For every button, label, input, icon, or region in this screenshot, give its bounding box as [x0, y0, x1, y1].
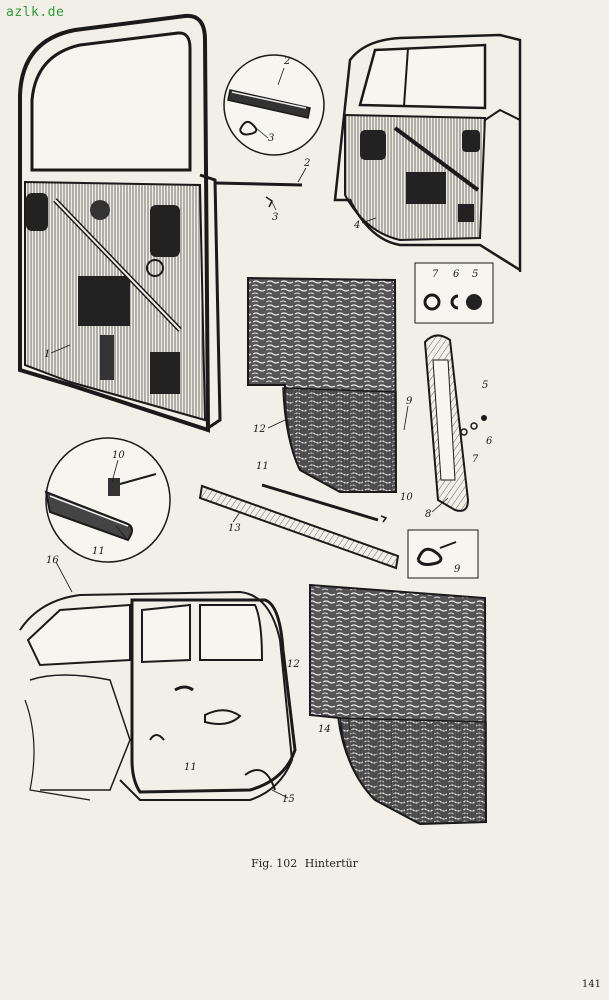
callout: 11: [184, 762, 197, 773]
figure-caption: Fig. 102 Hintertür: [0, 857, 609, 870]
callout: 11: [256, 461, 269, 472]
callout: 9: [406, 396, 413, 407]
callout: 9: [454, 564, 461, 575]
callout: 5: [482, 380, 488, 391]
callout: 2: [283, 56, 290, 67]
callout: 2: [303, 158, 310, 169]
door-assembled-part-4: [333, 33, 522, 273]
callout: 10: [400, 492, 413, 503]
figure-number: Fig. 102: [251, 857, 298, 870]
callout: 7: [472, 454, 479, 465]
callout: 6: [486, 436, 493, 447]
callout-labels: 1 2 2 3 3 4 5 5 6 6 7 7 8 9 9 10 10 11 1…: [44, 56, 493, 805]
callout: 14: [318, 724, 331, 735]
door-frame-part-1: [18, 13, 222, 433]
callout: 3: [268, 133, 274, 144]
fastener-detail-box: [414, 262, 494, 324]
callout: 12: [287, 659, 300, 670]
callout: 8: [425, 509, 431, 520]
car-open-door-view: [19, 590, 297, 801]
callout: 1: [44, 349, 50, 360]
callout: 3: [272, 212, 278, 223]
clip-detail-box-part-9: [407, 529, 479, 579]
callout: 7: [432, 269, 439, 280]
callout: 11: [92, 546, 105, 557]
callout: 4: [353, 220, 360, 231]
callout: 13: [228, 523, 241, 534]
callout: 10: [112, 450, 125, 461]
exploded-door-diagram: 1 2 2 3 3 4 5 5 6 6 7 7 8 9 9 10 10 11 1…: [18, 13, 522, 826]
armrest-part-8: [423, 334, 470, 512]
seal-detail-circle: [223, 54, 325, 156]
figure-title: Hintertür: [304, 857, 358, 870]
callout: 16: [46, 555, 59, 566]
site-watermark: azlk.de: [6, 5, 65, 20]
door-seal-part-13: [198, 484, 400, 570]
callout: 12: [253, 424, 266, 435]
trim-panel-part-14: [309, 583, 488, 826]
callout: 5: [472, 269, 478, 280]
leader-lines: [50, 67, 449, 799]
trim-panel-part-12-top: [247, 276, 398, 493]
seal-clip-detail-circle: [44, 437, 171, 563]
callout: 6: [453, 269, 460, 280]
page-number: 141: [581, 979, 601, 990]
callout: 15: [282, 794, 295, 805]
